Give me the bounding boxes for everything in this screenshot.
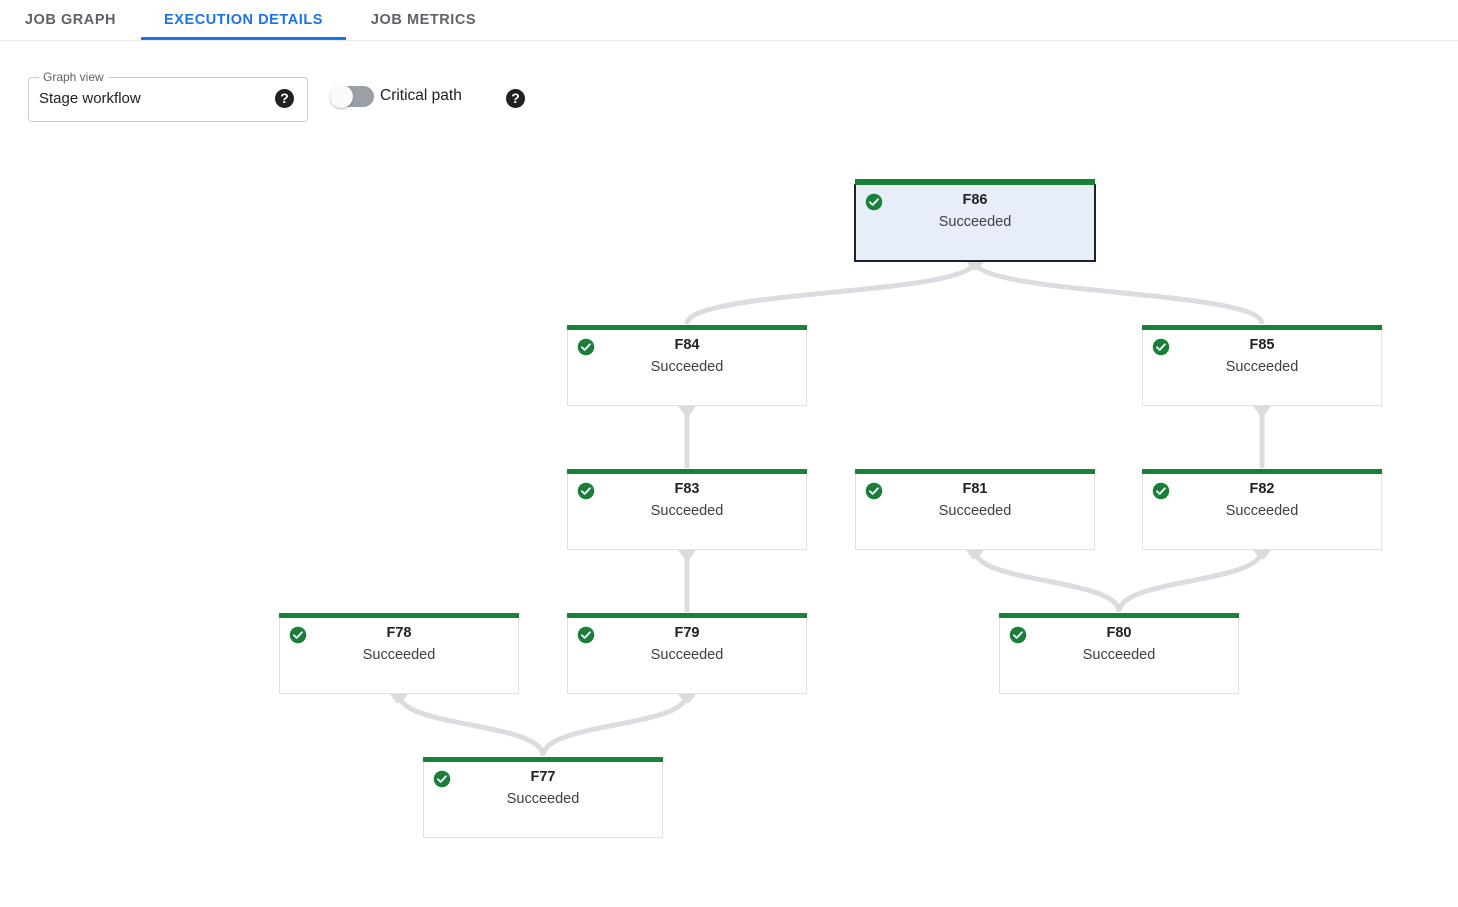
tab-bar: JOB GRAPH EXECUTION DETAILS JOB METRICS bbox=[0, 0, 1458, 41]
graph-edge bbox=[972, 549, 1122, 613]
stage-node-status-bar bbox=[423, 757, 663, 762]
stage-node-title: F80 bbox=[1106, 625, 1132, 641]
tab-job-graph[interactable]: JOB GRAPH bbox=[0, 0, 141, 40]
graph-toolbar: Graph view Stage workflow ? Critical pat… bbox=[0, 41, 1458, 141]
check-circle-icon bbox=[1152, 338, 1170, 356]
graph-edge-tail bbox=[966, 261, 984, 270]
tab-job-metrics-label: JOB METRICS bbox=[370, 12, 477, 28]
graph-edge bbox=[684, 260, 978, 325]
critical-path-help-icon[interactable]: ? bbox=[506, 89, 525, 108]
stage-node-status-bar bbox=[567, 325, 807, 330]
stage-node-status: Succeeded bbox=[362, 647, 436, 663]
stage-node-status-bar bbox=[279, 613, 519, 618]
tab-job-metrics[interactable]: JOB METRICS bbox=[346, 0, 501, 40]
graph-edge-tail bbox=[678, 550, 696, 559]
check-circle-icon bbox=[865, 482, 883, 500]
critical-path-label: Critical path bbox=[380, 87, 462, 104]
check-circle-icon bbox=[577, 338, 595, 356]
stage-node-status: Succeeded bbox=[650, 647, 724, 663]
tab-execution-details-label: EXECUTION DETAILS bbox=[164, 12, 323, 28]
graph-edge bbox=[540, 693, 690, 757]
stage-node-title: F85 bbox=[1249, 337, 1275, 353]
graph-edge-tail bbox=[678, 406, 696, 415]
stage-node-status-bar bbox=[567, 613, 807, 618]
check-circle-icon bbox=[1152, 482, 1170, 500]
stage-node-status: Succeeded bbox=[650, 503, 724, 519]
graph-view-help-icon[interactable]: ? bbox=[275, 89, 294, 108]
graph-edge-tail bbox=[1253, 550, 1271, 559]
stage-node-status-bar bbox=[999, 613, 1239, 618]
stage-node-status: Succeeded bbox=[1082, 647, 1156, 663]
stage-node-status: Succeeded bbox=[506, 791, 580, 807]
tab-execution-details[interactable]: EXECUTION DETAILS bbox=[141, 0, 346, 40]
stage-node-title: F83 bbox=[674, 481, 700, 497]
graph-edge-tail bbox=[390, 694, 408, 703]
stage-node-status: Succeeded bbox=[938, 503, 1012, 519]
stage-node-status: Succeeded bbox=[650, 359, 724, 375]
stage-node-status: Succeeded bbox=[1225, 503, 1299, 519]
stage-node-title: F79 bbox=[674, 625, 700, 641]
graph-edge-tail bbox=[678, 694, 696, 703]
stage-node-title: F82 bbox=[1249, 481, 1275, 497]
graph-edge-layer bbox=[390, 260, 1271, 757]
stage-node-title: F78 bbox=[386, 625, 412, 641]
graph-view-select[interactable]: Graph view Stage workflow bbox=[28, 70, 308, 122]
tab-job-graph-label: JOB GRAPH bbox=[24, 12, 117, 28]
stage-node-status: Succeeded bbox=[938, 214, 1012, 230]
stage-node-title: F84 bbox=[674, 337, 700, 353]
check-circle-icon bbox=[289, 626, 307, 644]
stage-node-title: F81 bbox=[962, 481, 988, 497]
check-circle-icon bbox=[433, 770, 451, 788]
stage-node-title: F77 bbox=[530, 769, 556, 785]
graph-edge-tail bbox=[1253, 406, 1271, 415]
check-circle-icon bbox=[865, 193, 883, 211]
critical-path-toggle[interactable] bbox=[330, 85, 374, 108]
graph-edge bbox=[1116, 549, 1265, 613]
check-circle-icon bbox=[1009, 626, 1027, 644]
check-circle-icon bbox=[577, 626, 595, 644]
graph-view-value: Stage workflow bbox=[39, 90, 141, 107]
stage-node-status-bar bbox=[1142, 325, 1382, 330]
stage-node-status: Succeeded bbox=[1225, 359, 1299, 375]
stage-node-status-bar bbox=[855, 469, 1095, 474]
check-circle-icon bbox=[577, 482, 595, 500]
stage-node-status-bar bbox=[567, 469, 807, 474]
graph-view-legend: Graph view bbox=[39, 70, 108, 84]
graph-edge bbox=[396, 693, 546, 757]
graph-edge bbox=[972, 260, 1265, 325]
stage-node-status-bar bbox=[1142, 469, 1382, 474]
stage-node-status-bar bbox=[855, 179, 1095, 185]
critical-path-toggle-knob bbox=[330, 85, 353, 108]
graph-edge-tail bbox=[966, 550, 984, 559]
stage-node-title: F86 bbox=[962, 192, 988, 208]
